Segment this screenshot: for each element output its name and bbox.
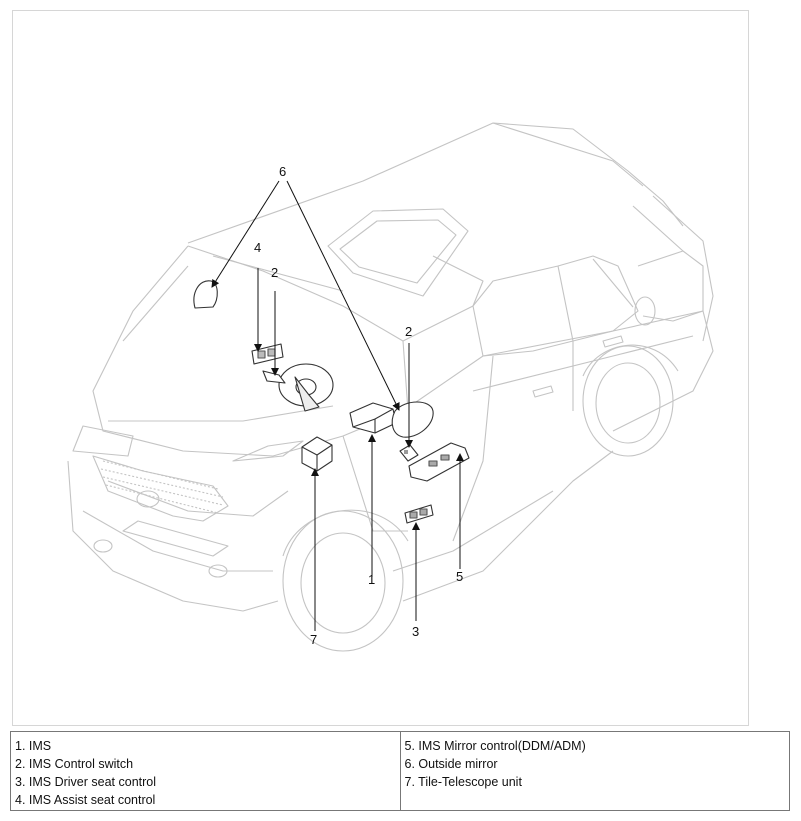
legend-item: 6. Outside mirror: [404, 757, 498, 771]
ims-control-switch-part: [399, 444, 419, 462]
callout-7: 7: [310, 632, 317, 647]
legend-item: 1. IMS: [15, 739, 52, 753]
vehicle-outline: [67, 122, 714, 652]
leader-lines: [211, 180, 464, 631]
callout-3: 3: [412, 624, 419, 639]
tilt-telescope-unit-part: [301, 436, 333, 472]
legend-item: 7. Tile-Telescope unit: [404, 775, 522, 789]
components: [193, 280, 470, 524]
outside-mirror-right: [391, 401, 434, 438]
legend-table: 1. IMS 2. IMS Control switch 3. IMS Driv…: [10, 731, 790, 811]
vehicle-component-diagram: 6 4 2 2 1 5 3 7: [67, 122, 714, 652]
callout-1: 1: [368, 572, 375, 587]
callout-2-door: 2: [405, 324, 412, 339]
callout-labels: 6 4 2 2 1 5 3 7: [254, 164, 463, 647]
callout-2-steering: 2: [271, 265, 278, 280]
outside-mirror-left: [193, 280, 218, 309]
steering-assembly: [262, 363, 334, 412]
ims-unit-part: [349, 402, 397, 434]
callout-5: 5: [456, 569, 463, 584]
legend-item: 4. IMS Assist seat control: [15, 793, 156, 807]
legend-item: 5. IMS Mirror control(DDM/ADM): [404, 739, 586, 753]
callout-6: 6: [279, 164, 286, 179]
legend-column-right: 5. IMS Mirror control(DDM/ADM) 6. Outsid…: [399, 732, 790, 810]
legend-column-left: 1. IMS 2. IMS Control switch 3. IMS Driv…: [11, 732, 400, 810]
callout-4: 4: [254, 240, 261, 255]
assist-seat-control-part: [251, 343, 284, 365]
driver-seat-control-part: [404, 504, 434, 524]
legend-item: 2. IMS Control switch: [15, 757, 134, 771]
diagram-frame: 6 4 2 2 1 5 3 7: [12, 10, 749, 726]
legend-item: 3. IMS Driver seat control: [15, 775, 157, 789]
mirror-control-part: [408, 442, 470, 482]
